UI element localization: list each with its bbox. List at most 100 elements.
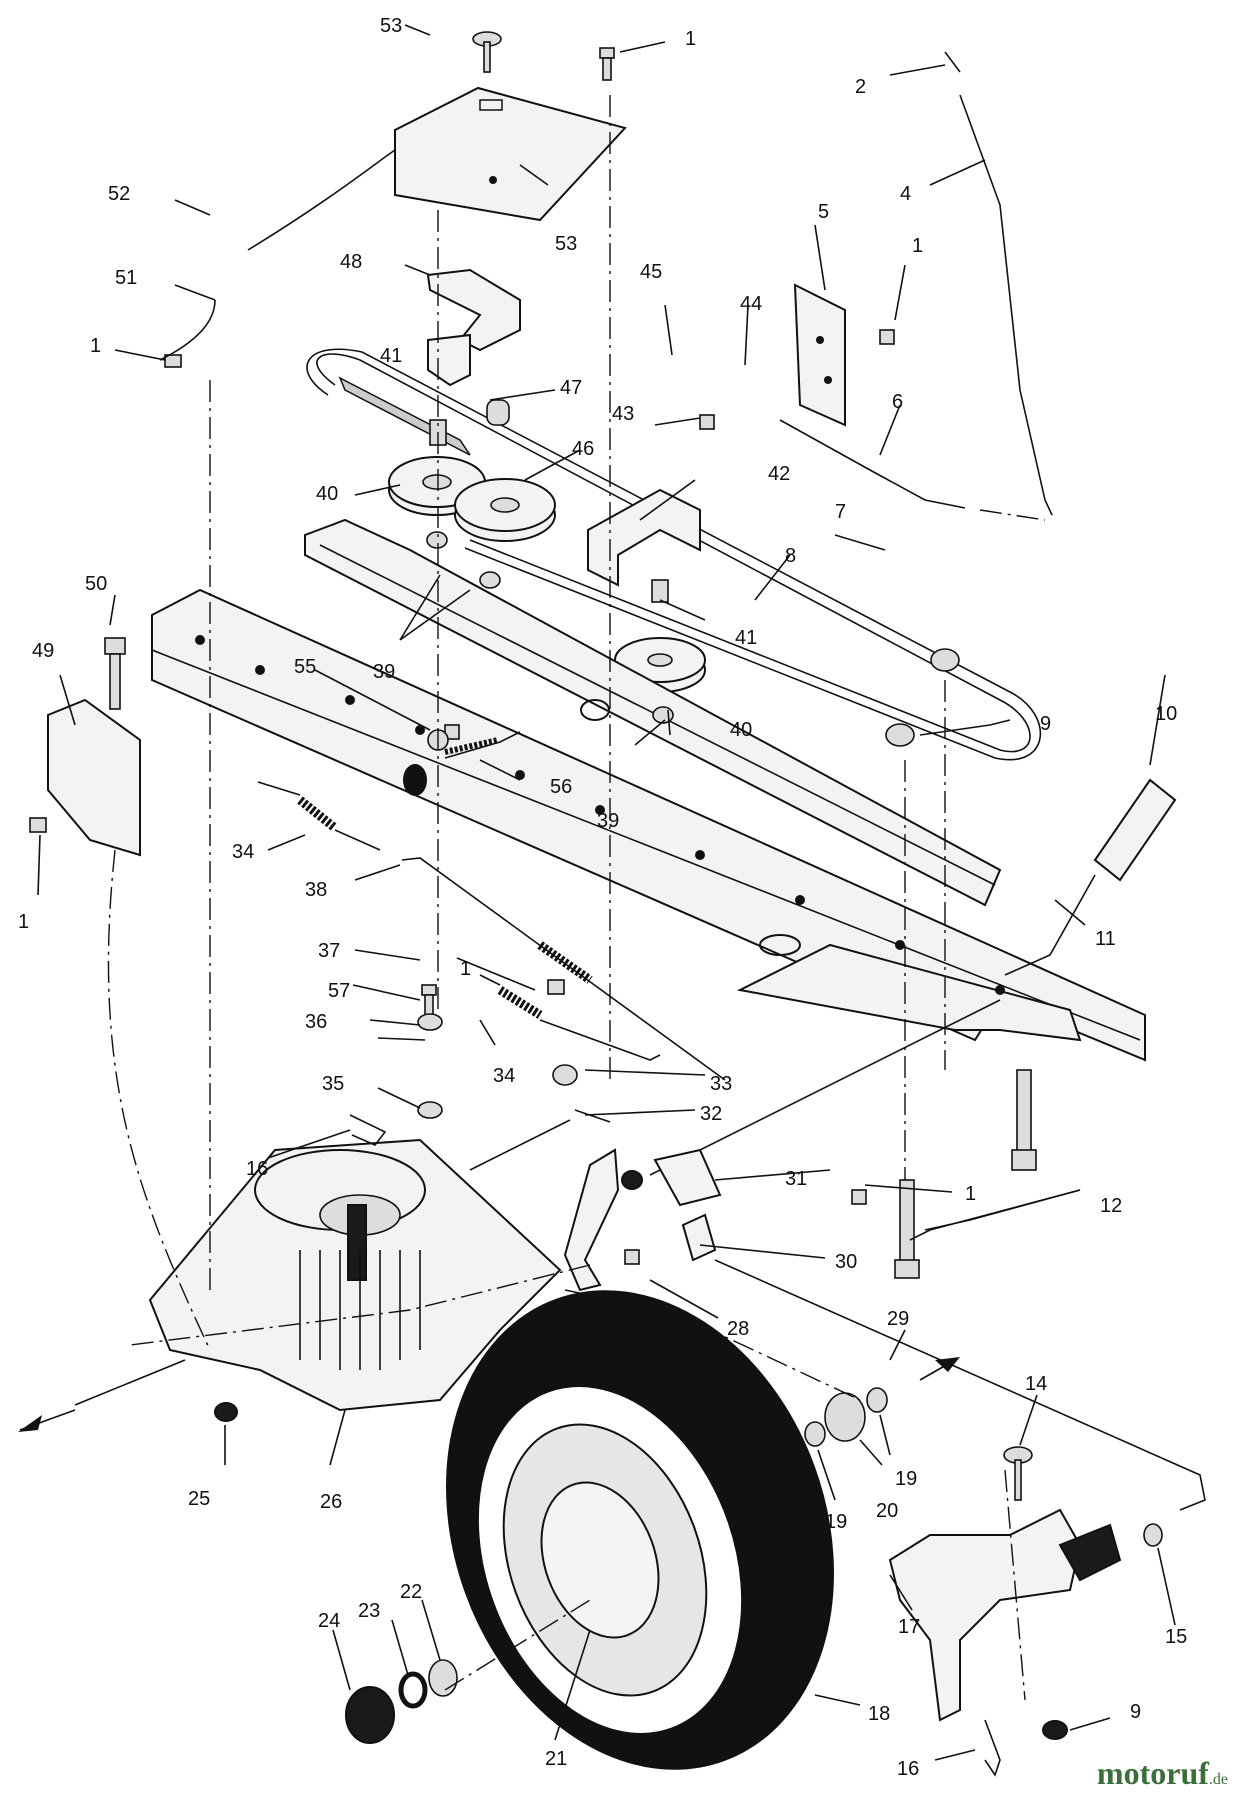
retaining-ring: [398, 1671, 428, 1709]
callout-17: 17: [898, 1616, 920, 1638]
extension-spring: [257, 781, 381, 851]
transaxle: [148, 1138, 562, 1412]
hex-bolt: [29, 47, 895, 1265]
hitch-pin: [349, 1109, 1001, 1777]
callout-9: 9: [1040, 713, 1051, 735]
callout-30: 30: [835, 1251, 857, 1273]
callout-7: 7: [835, 501, 846, 523]
callout-1: 1: [965, 1183, 976, 1205]
lift-rod: [944, 51, 1053, 516]
callout-47: 47: [560, 377, 582, 399]
callout-55: 55: [294, 656, 316, 678]
callout-48: 48: [340, 251, 362, 273]
shift-lever: [1004, 778, 1177, 976]
callout-35: 35: [322, 1073, 344, 1095]
callout-34: 34: [493, 1065, 515, 1087]
callout-34: 34: [232, 841, 254, 863]
flat-washer: [428, 1659, 458, 1697]
callout-10: 10: [1155, 703, 1177, 725]
callout-31: 31: [785, 1168, 807, 1190]
callout-27: 27: [668, 1310, 690, 1332]
callout-50: 50: [85, 573, 107, 595]
axle-arrow-left: [18, 1409, 76, 1432]
watermark-brand: motoruf: [1096, 1755, 1209, 1791]
watermark: motoruf.de: [1097, 1755, 1228, 1792]
hex-bolt: [894, 1069, 1037, 1279]
shift-cross-shaft: [649, 999, 1001, 1207]
callout-2: 2: [855, 76, 866, 98]
callout-19: 19: [895, 1468, 917, 1490]
callout-39: 39: [373, 661, 395, 683]
assembly-lines: [107, 95, 1046, 1701]
callout-56: 56: [550, 776, 572, 798]
cover-plate: [394, 86, 627, 222]
callout-12: 12: [1100, 1195, 1122, 1217]
callout-43: 43: [612, 403, 634, 425]
mounting-bracket: [793, 283, 846, 427]
callout-24: 24: [318, 1610, 340, 1632]
callout-1: 1: [460, 958, 471, 980]
callout-36: 36: [305, 1011, 327, 1033]
rear-tire: [446, 1290, 834, 1770]
brake-pedal: [888, 1508, 1122, 1722]
callout-41: 41: [735, 627, 757, 649]
callout-20: 20: [876, 1500, 898, 1522]
leader-lines: [37, 24, 1176, 1761]
callout-46: 46: [572, 438, 594, 460]
side-bracket: [47, 698, 141, 857]
callout-28: 28: [727, 1318, 749, 1340]
callout-40: 40: [316, 483, 338, 505]
callout-11: 11: [1095, 928, 1116, 950]
callout-38: 38: [305, 879, 327, 901]
callout-49: 49: [32, 640, 54, 662]
callout-42: 42: [768, 463, 790, 485]
callout-1: 1: [18, 911, 29, 933]
idler-bracket: [426, 268, 521, 387]
brake-link-rod: [401, 857, 726, 1081]
brake-arm: [563, 1148, 620, 1292]
main-frame-rail: [151, 588, 1146, 1062]
callout-18: 18: [868, 1703, 890, 1725]
callout-26: 26: [320, 1491, 342, 1513]
axle-shaft: [74, 1119, 571, 1406]
rod-ferrule: [681, 1213, 717, 1262]
callout-21: 21: [545, 1748, 567, 1770]
callout-labels: 53 53 1 2 4 5 1 52 51 1 48 45 44 6 47 43…: [18, 15, 1187, 1780]
callout-33: 33: [710, 1073, 732, 1095]
callout-41: 41: [380, 345, 402, 367]
carriage-bolt: [1003, 1446, 1033, 1501]
callout-29: 29: [887, 1308, 909, 1330]
hex-nut: [885, 648, 960, 747]
extension-spring: [479, 974, 661, 1061]
flat-washer: [1143, 1523, 1163, 1547]
carriage-bolt: [472, 31, 502, 73]
callout-6: 6: [892, 391, 903, 413]
callout-5: 5: [818, 201, 829, 223]
callout-9: 9: [1130, 1701, 1141, 1723]
callout-14: 14: [1025, 1373, 1047, 1395]
callout-1: 1: [685, 28, 696, 50]
spacer-washer: [804, 1387, 888, 1447]
callout-57: 57: [328, 980, 350, 1002]
callout-15: 15: [1165, 1626, 1187, 1648]
belt-guide: [587, 488, 701, 587]
callout-32: 32: [700, 1103, 722, 1125]
flat-washer: [417, 1013, 643, 1190]
watermark-suffix: .de: [1208, 1771, 1228, 1788]
brake-rod: [779, 419, 966, 509]
callout-37: 37: [318, 940, 340, 962]
hub-cap: [345, 1686, 395, 1744]
flange-nut: [1042, 1720, 1068, 1740]
callout-23: 23: [358, 1600, 380, 1622]
callout-16: 16: [897, 1758, 919, 1780]
hex-bolt: [104, 637, 126, 710]
flange-nut: [214, 531, 674, 1422]
callout-53: 53: [380, 15, 402, 37]
callout-40: 40: [730, 719, 752, 741]
callout-22: 22: [400, 1581, 422, 1603]
callout-1: 1: [90, 335, 101, 357]
callout-8: 8: [785, 545, 796, 567]
callout-53: 53: [555, 233, 577, 255]
callout-44: 44: [740, 293, 762, 315]
